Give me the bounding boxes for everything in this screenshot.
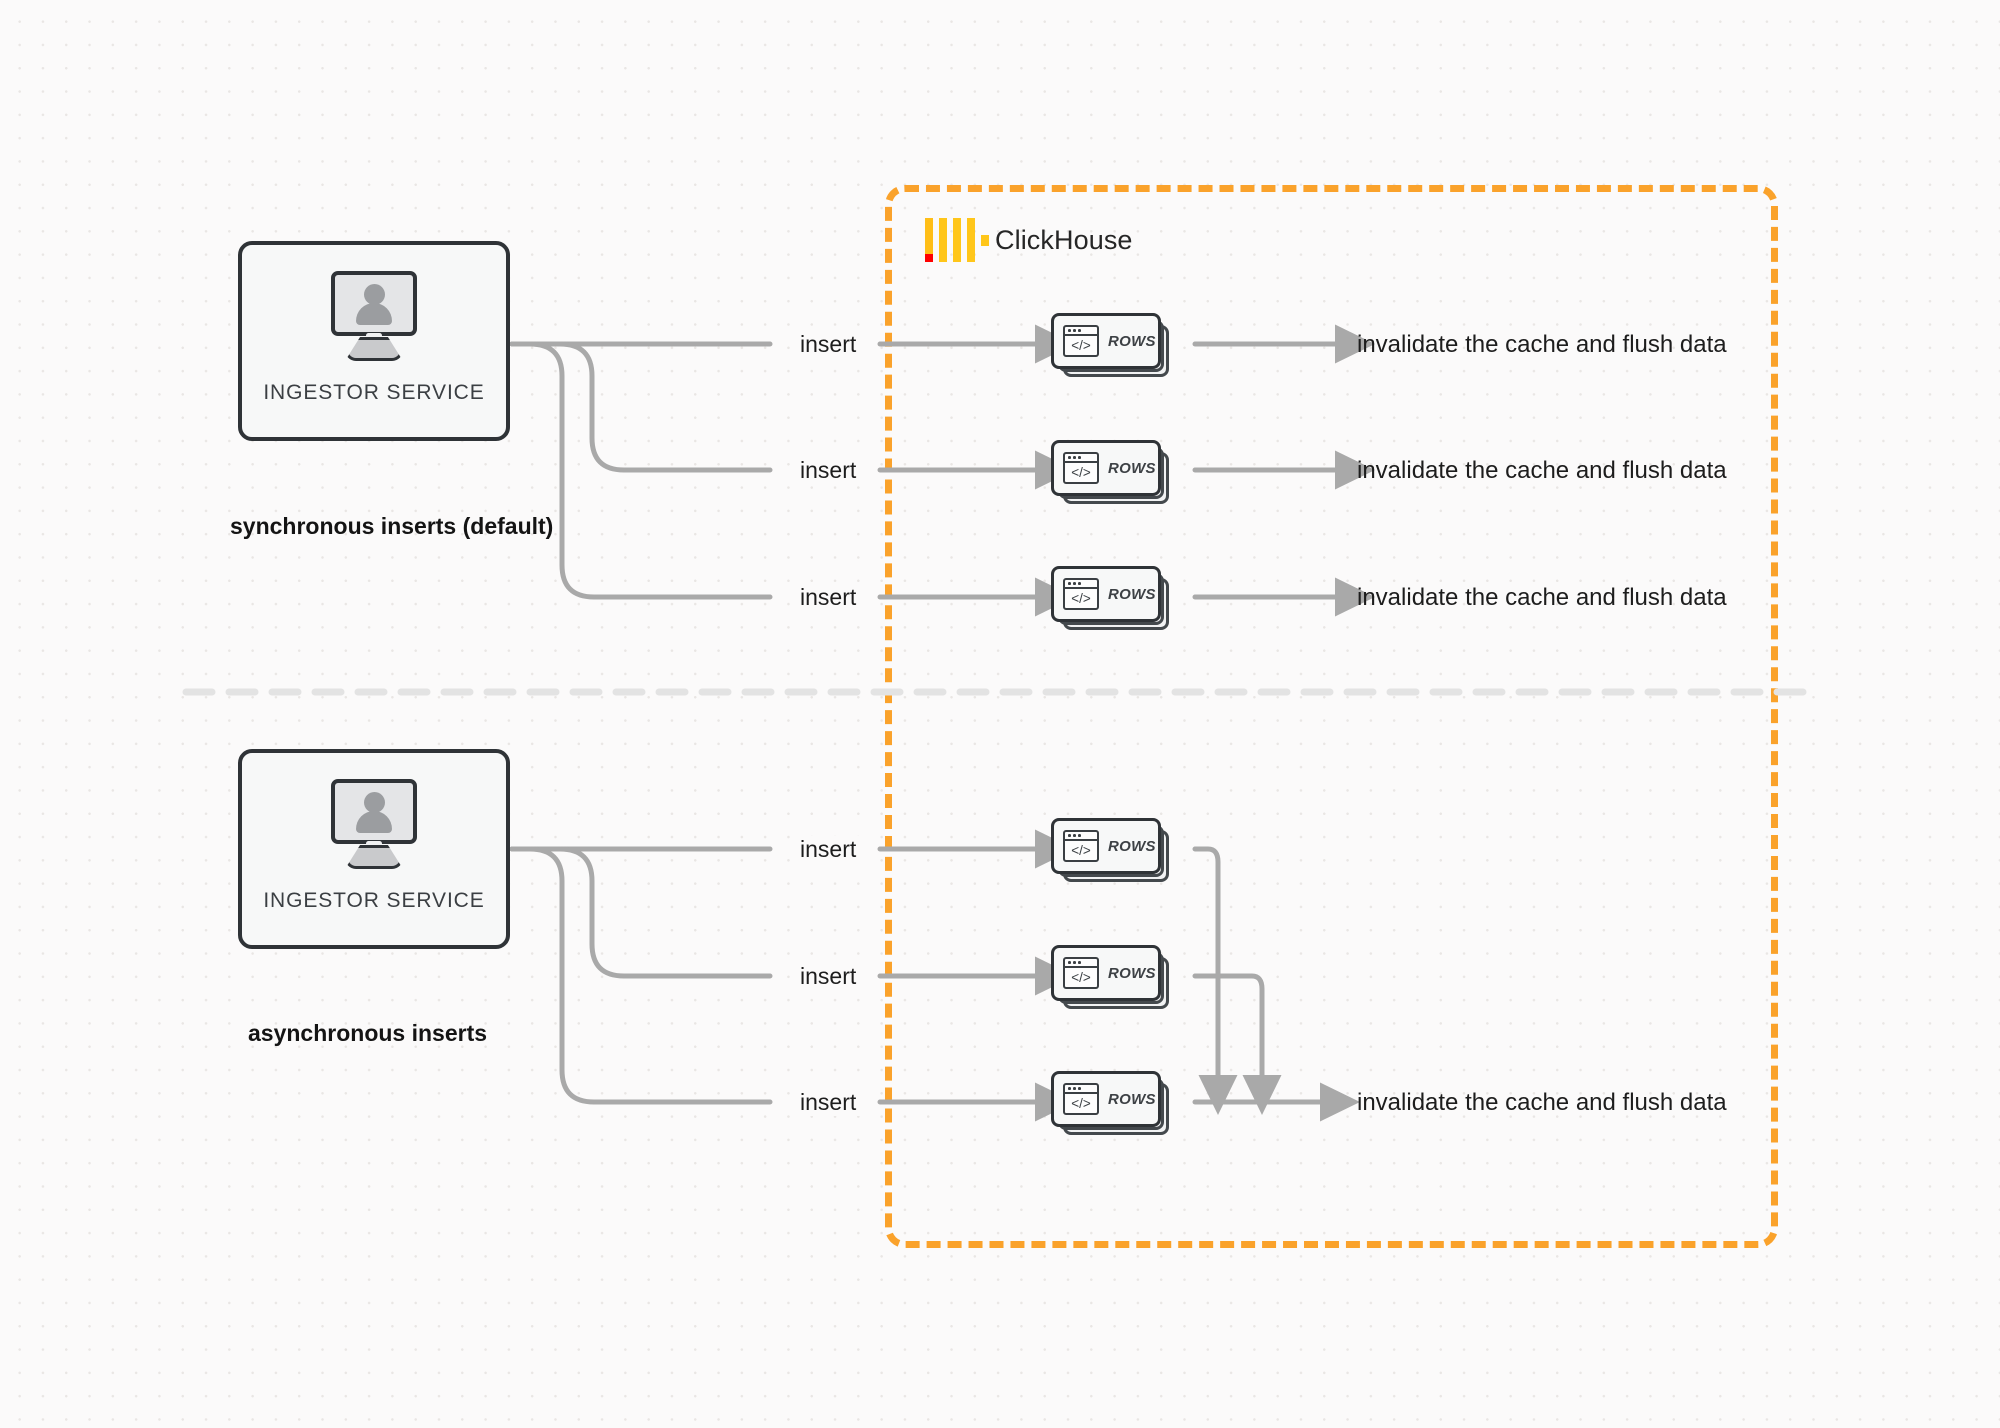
rows-node-async-3[interactable]: </> ROWS bbox=[1051, 1071, 1169, 1135]
group-divider bbox=[182, 688, 1824, 696]
rows-node-async-2[interactable]: </> ROWS bbox=[1051, 945, 1169, 1009]
clickhouse-boundary bbox=[885, 185, 1778, 1248]
rows-node-sync-3[interactable]: </> ROWS bbox=[1051, 566, 1169, 630]
rows-node-label: ROWS bbox=[1108, 459, 1156, 477]
ingestor-service-label: INGESTOR SERVICE bbox=[263, 889, 485, 912]
code-window-icon: </> bbox=[1063, 830, 1099, 862]
ingestor-service-sync[interactable]: INGESTOR SERVICE bbox=[238, 241, 510, 441]
insert-label-sync-2: insert bbox=[793, 457, 864, 484]
mode-label-synchronous: synchronous inserts (default) bbox=[230, 513, 554, 539]
code-window-icon: </> bbox=[1063, 957, 1099, 989]
ingestor-service-async[interactable]: INGESTOR SERVICE bbox=[238, 749, 510, 949]
rows-node-async-1[interactable]: </> ROWS bbox=[1051, 818, 1169, 882]
code-window-icon: </> bbox=[1063, 452, 1099, 484]
rows-node-label: ROWS bbox=[1108, 1090, 1156, 1108]
rows-node-label: ROWS bbox=[1108, 964, 1156, 982]
rows-node-label: ROWS bbox=[1108, 332, 1156, 350]
rows-node-sync-1[interactable]: </> ROWS bbox=[1051, 313, 1169, 377]
flush-label-sync-2: invalidate the cache and flush data bbox=[1357, 457, 1727, 484]
flush-label-sync-3: invalidate the cache and flush data bbox=[1357, 584, 1727, 611]
code-window-icon: </> bbox=[1063, 578, 1099, 610]
monitor-user-icon bbox=[320, 271, 428, 363]
insert-label-async-1: insert bbox=[793, 836, 864, 863]
clickhouse-logo-icon bbox=[925, 218, 989, 262]
rows-node-sync-2[interactable]: </> ROWS bbox=[1051, 440, 1169, 504]
wire-sync-branch-2 bbox=[509, 341, 773, 473]
flush-label-async-merged: invalidate the cache and flush data bbox=[1357, 1089, 1727, 1116]
rows-node-label: ROWS bbox=[1108, 585, 1156, 603]
rows-node-label: ROWS bbox=[1108, 837, 1156, 855]
flush-label-sync-1: invalidate the cache and flush data bbox=[1357, 331, 1727, 358]
wire-async-branch-2 bbox=[509, 846, 773, 979]
wire-sync-branch-3 bbox=[509, 341, 773, 600]
insert-label-sync-1: insert bbox=[793, 331, 864, 358]
clickhouse-brand: ClickHouse bbox=[925, 218, 1133, 262]
ingestor-service-label: INGESTOR SERVICE bbox=[263, 381, 485, 404]
code-window-icon: </> bbox=[1063, 1083, 1099, 1115]
wire-async-branch-3 bbox=[509, 846, 773, 1105]
monitor-user-icon bbox=[320, 779, 428, 871]
insert-label-sync-3: insert bbox=[793, 584, 864, 611]
mode-label-asynchronous: asynchronous inserts bbox=[248, 1020, 488, 1046]
code-window-icon: </> bbox=[1063, 325, 1099, 357]
insert-label-async-3: insert bbox=[793, 1089, 864, 1116]
insert-label-async-2: insert bbox=[793, 963, 864, 990]
clickhouse-name: ClickHouse bbox=[995, 224, 1133, 255]
